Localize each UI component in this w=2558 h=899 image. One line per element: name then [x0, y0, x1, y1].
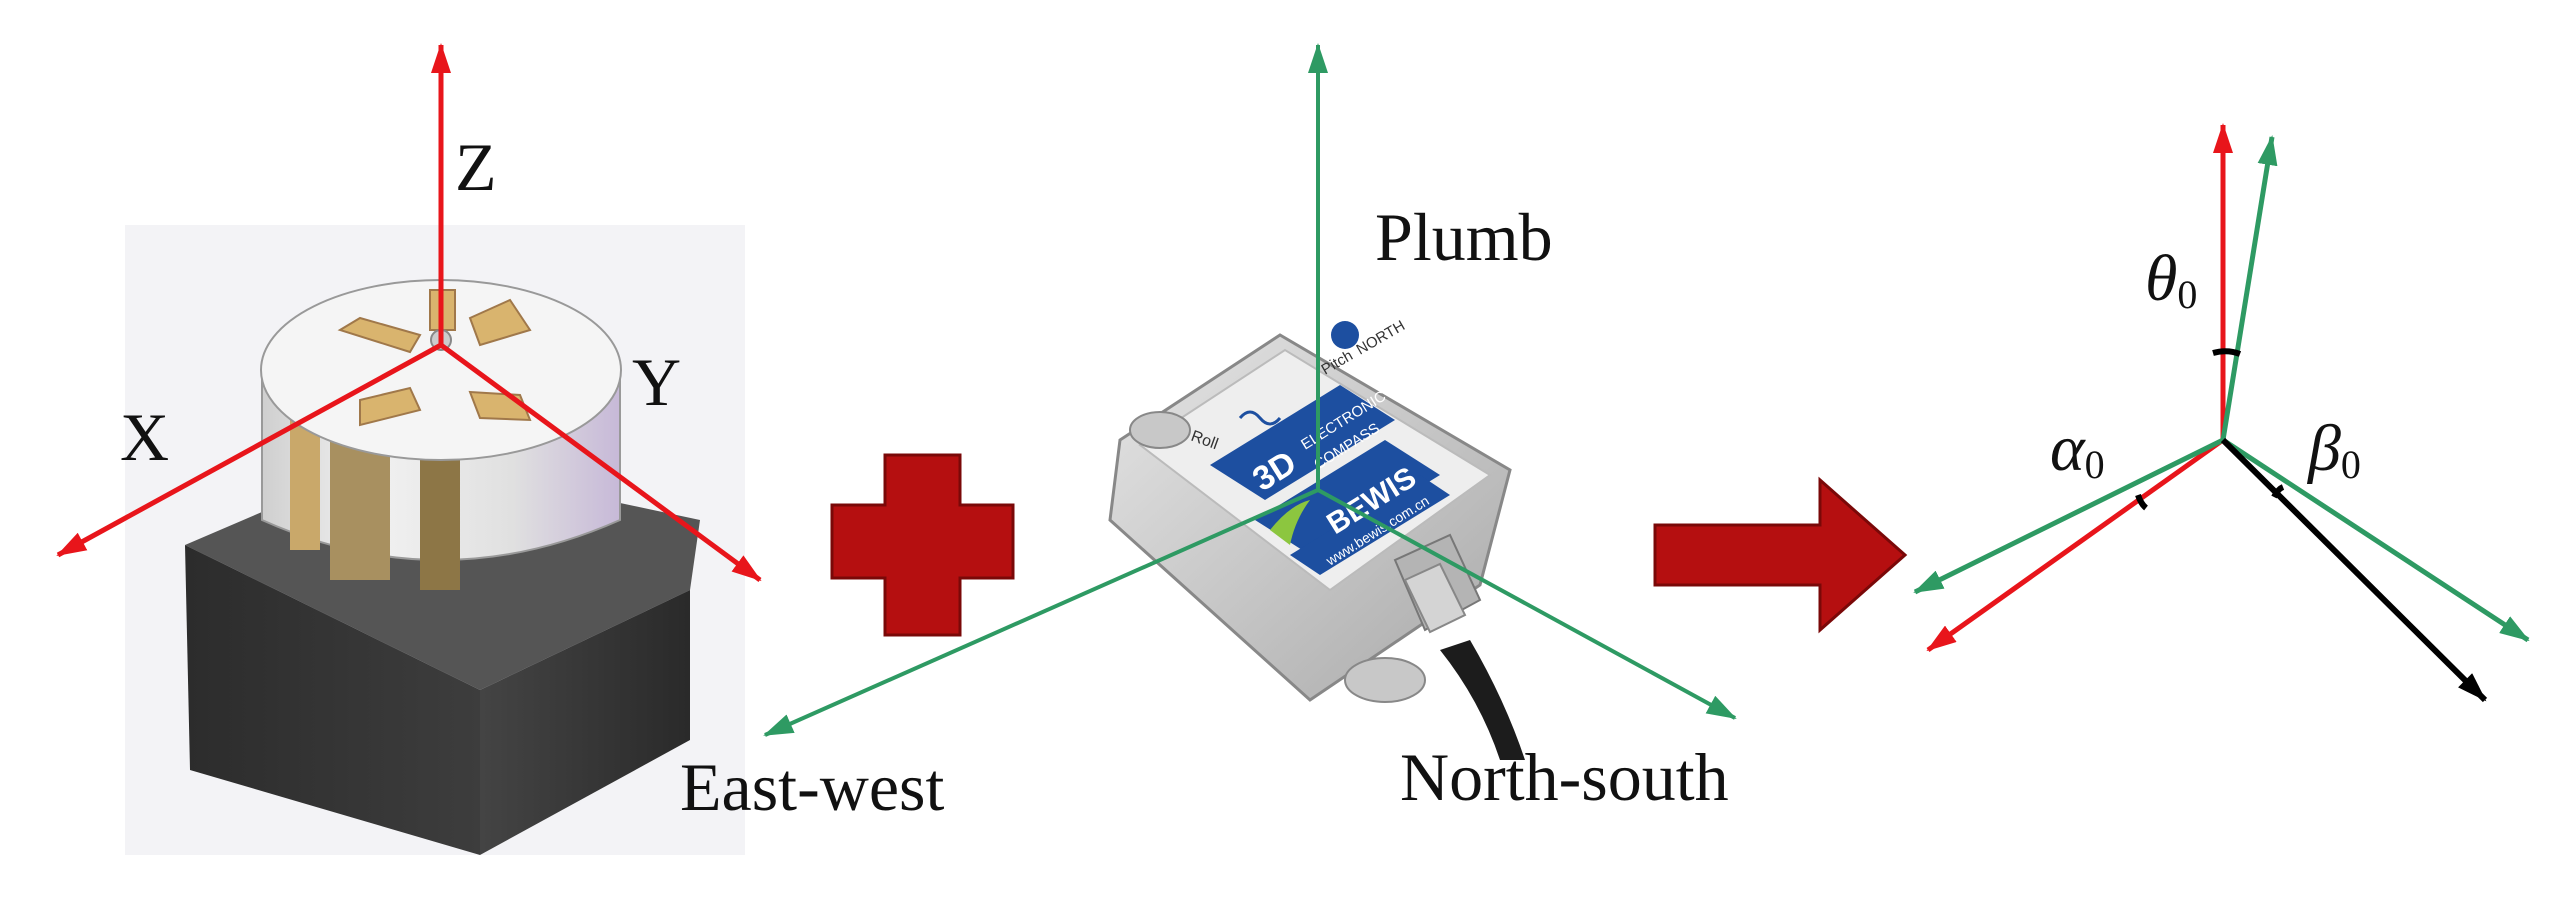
plus-icon — [830, 453, 1015, 637]
label-band — [1255, 440, 1440, 555]
beta-arc — [2271, 484, 2285, 499]
compass-east-west-axis — [1913, 437, 2225, 595]
label-band — [1290, 475, 1450, 575]
reference-axis — [2220, 437, 2488, 703]
east-west-axis — [763, 488, 1319, 737]
beta-label: β0 — [2306, 412, 2361, 487]
mount-tab — [1129, 411, 1191, 449]
x-axis-label: X — [120, 399, 169, 475]
label-band — [1210, 385, 1395, 500]
mount-tab — [1344, 657, 1426, 703]
compass-axes: Plumb East-west North-south — [680, 43, 1737, 825]
theta-arc — [2212, 348, 2242, 357]
magnet-segment — [420, 440, 460, 590]
housing-top — [1138, 348, 1492, 592]
y-axis — [439, 342, 762, 583]
compass-north-south-axis — [2221, 437, 2530, 643]
cable — [1440, 640, 1525, 760]
right-arrow-icon — [1653, 476, 1908, 634]
alpha-label: α0 — [2050, 412, 2105, 487]
z-axis-label: Z — [455, 129, 497, 205]
model-axes: Z X Y — [56, 43, 762, 583]
base-block-side — [480, 590, 690, 855]
north-text: NORTH — [1354, 317, 1408, 358]
orientation-glyph-icon — [1238, 410, 1282, 426]
east-west-label: East-west — [680, 749, 944, 825]
model-x-axis — [1926, 437, 2225, 653]
sensor-model — [125, 225, 745, 855]
electronic-compass: Roll Pitch NORTH ELECTRONIC COMPASS 3D B… — [1108, 317, 1525, 760]
y-axis-label: Y — [632, 344, 681, 420]
north-south-axis — [1317, 488, 1737, 720]
x-axis — [56, 342, 443, 558]
north-badge-icon — [1331, 321, 1359, 349]
brand-logo — [1270, 500, 1310, 545]
angle-diagram: θ0 α0 β0 — [1913, 123, 2530, 703]
base-block-front — [185, 545, 480, 855]
plumb-label: Plumb — [1375, 199, 1553, 275]
cable-gland-nut — [1403, 562, 1467, 634]
magnet-segment — [290, 420, 320, 550]
compass-plumb-axis — [2220, 135, 2278, 441]
alpha-arc — [2135, 494, 2148, 511]
theta-label: θ0 — [2145, 242, 2197, 317]
north-south-label: North-south — [1400, 739, 1729, 815]
